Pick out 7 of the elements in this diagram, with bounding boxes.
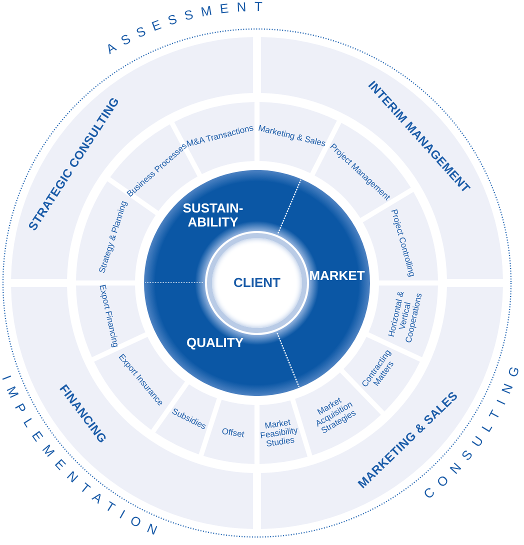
- segment-label: SUSTAIN- ABILITY: [182, 201, 244, 229]
- segment-label: Export Financing: [98, 284, 120, 348]
- segment-label: MARKET: [309, 269, 365, 283]
- segment-label: Offset: [221, 426, 246, 439]
- segment-label: CLIENT: [234, 276, 280, 290]
- segment-label: Market Feasibility Studies: [258, 416, 300, 450]
- segment-label: QUALITY: [186, 336, 244, 350]
